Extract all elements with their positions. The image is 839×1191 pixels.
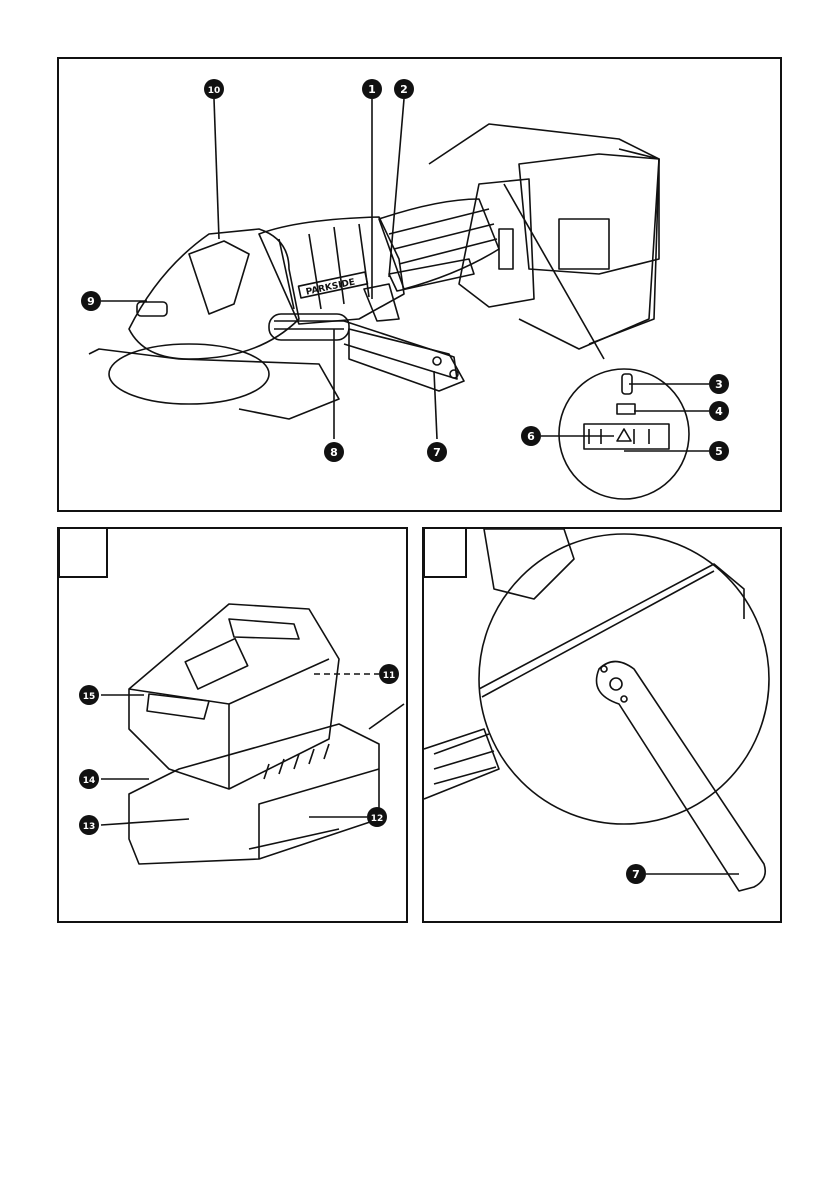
- charger-figure-panel: 11 12 13 14 15: [57, 527, 408, 923]
- svg-text:1: 1: [368, 83, 376, 96]
- callout-6: 6: [521, 426, 541, 446]
- leader-7: [434, 371, 437, 439]
- battery-charger-drawing: 11 12 13 14 15: [59, 529, 406, 921]
- callout-12: 12: [367, 807, 387, 827]
- callout-14: 14: [79, 769, 99, 789]
- callout-5: 5: [709, 441, 729, 461]
- svg-text:14: 14: [83, 776, 96, 786]
- svg-text:6: 6: [527, 430, 535, 443]
- auxiliary-handle-grip: [274, 321, 344, 329]
- angle-grinder-drawing: PARKSIDE 1 2 3 4 5 6 7 8 9 10: [59, 59, 780, 510]
- handle-grip-ribs: [434, 734, 496, 784]
- charger-bottom-vent: [249, 829, 339, 849]
- svg-text:10: 10: [208, 86, 221, 96]
- motor-vents: [279, 224, 369, 309]
- callout-9: 9: [81, 291, 101, 311]
- wrench-hole: [433, 357, 441, 365]
- leader-11: [309, 674, 379, 679]
- callout-11: 11: [379, 664, 399, 684]
- callout-1: 1: [362, 79, 382, 99]
- svg-text:9: 9: [87, 295, 95, 308]
- guard-wrench-drawing: 7: [424, 529, 780, 921]
- guard-figure-panel: 7: [422, 527, 782, 923]
- auxiliary-handle-shape: [269, 314, 349, 340]
- charger-front-edge: [259, 769, 379, 859]
- svg-text:5: 5: [715, 445, 723, 458]
- leader-13: [101, 819, 189, 825]
- callout-7: 7: [626, 864, 646, 884]
- wrench-hole: [610, 678, 622, 690]
- gear-head-vent: [189, 241, 249, 314]
- gear-head-top: [484, 529, 574, 599]
- main-figure-panel: PARKSIDE 1 2 3 4 5 6 7 8 9 10: [57, 57, 782, 512]
- mount-vents: [499, 229, 513, 269]
- motor-housing: [259, 217, 404, 324]
- fig-number-box: [424, 529, 466, 577]
- warning-triangle-icon: [617, 429, 631, 441]
- svg-text:12: 12: [371, 814, 384, 824]
- svg-text:13: 13: [83, 822, 96, 832]
- handle-body: [379, 199, 499, 289]
- zoom-indicator-shape: [617, 404, 635, 414]
- leader-10: [214, 99, 219, 239]
- svg-text:7: 7: [433, 446, 441, 459]
- callout-13: 13: [79, 815, 99, 835]
- svg-text:8: 8: [330, 446, 338, 459]
- brand-text: PARKSIDE: [305, 277, 356, 297]
- auxiliary-rod: [344, 321, 457, 379]
- svg-text:15: 15: [83, 692, 96, 702]
- charger-vents: [264, 744, 329, 779]
- battery-label-area: [185, 639, 248, 689]
- on-off-switch-shape: [364, 284, 399, 321]
- battery-pack: [129, 604, 339, 789]
- battery-top-edge: [129, 659, 329, 704]
- battery-grip-2: [229, 619, 299, 639]
- gear-head: [129, 229, 299, 359]
- fig-number-box: [59, 529, 107, 577]
- callout-3: 3: [709, 374, 729, 394]
- wrench-pin-2: [621, 696, 627, 702]
- callout-10: 10: [204, 79, 224, 99]
- charger-base: [129, 724, 379, 864]
- svg-text:3: 3: [715, 378, 723, 391]
- svg-text:7: 7: [632, 868, 640, 881]
- handle-grip-ribs: [389, 209, 497, 264]
- battery-grip-1: [147, 694, 209, 719]
- callout-15: 15: [79, 685, 99, 705]
- disc-guard: [89, 349, 339, 419]
- callout-8: 8: [324, 442, 344, 462]
- handle-stub: [424, 729, 499, 799]
- callout-7: 7: [427, 442, 447, 462]
- zoom-leader-line: [504, 184, 604, 359]
- callout-2: 2: [394, 79, 414, 99]
- battery-pack: [519, 154, 659, 274]
- pin-wrench-shape: [349, 329, 464, 391]
- spindle-lock-button-shape: [137, 302, 167, 316]
- callout-4: 4: [709, 401, 729, 421]
- grinding-disc: [479, 534, 769, 824]
- battery-frame: [429, 124, 659, 349]
- disc-guard-edge-2: [482, 571, 714, 697]
- svg-text:11: 11: [383, 671, 396, 681]
- svg-text:4: 4: [715, 405, 723, 418]
- battery-label-window: [559, 219, 609, 269]
- power-cable: [369, 704, 404, 729]
- svg-text:2: 2: [400, 83, 408, 96]
- leader-2: [389, 99, 404, 277]
- wrench-pin-1: [601, 666, 607, 672]
